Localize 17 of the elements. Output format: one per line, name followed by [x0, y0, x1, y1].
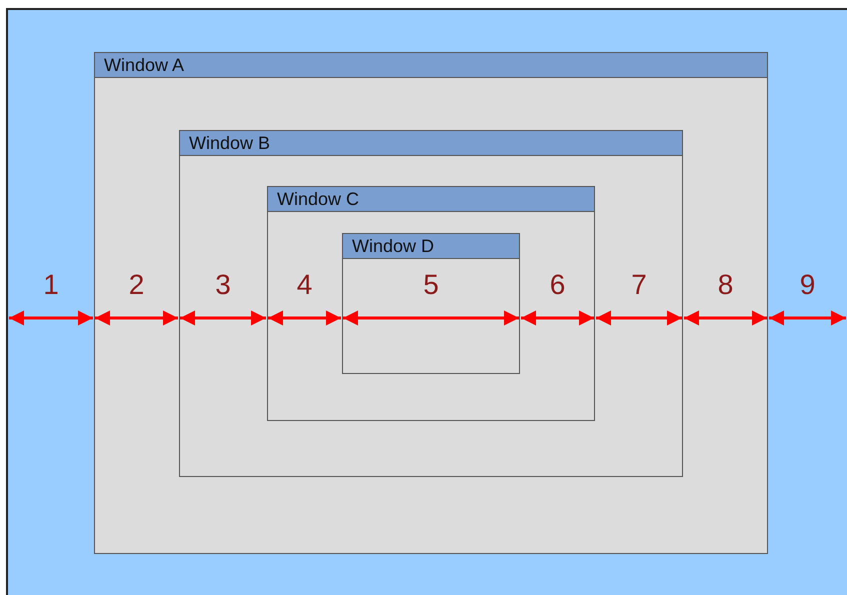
window-frame: [179, 130, 683, 477]
window-frame: [94, 52, 768, 554]
window-title-bar: Window B: [180, 131, 682, 156]
dimension-number: 8: [718, 270, 734, 300]
dimension-number: 2: [128, 270, 144, 300]
dimension-number: 6: [550, 270, 566, 300]
dimension-number: 4: [296, 270, 312, 300]
window-frame: [342, 233, 520, 374]
dimension-number: 5: [423, 270, 439, 300]
window-title-bar: Window C: [268, 187, 594, 212]
dimension-number: 3: [215, 270, 231, 300]
dimension-number: 9: [800, 270, 816, 300]
dimension-number: 7: [631, 270, 647, 300]
window-title-bar: Window D: [343, 234, 519, 259]
dimension-number: 1: [43, 270, 59, 300]
window-title-bar: Window A: [95, 53, 767, 78]
window-frame: [267, 186, 595, 421]
